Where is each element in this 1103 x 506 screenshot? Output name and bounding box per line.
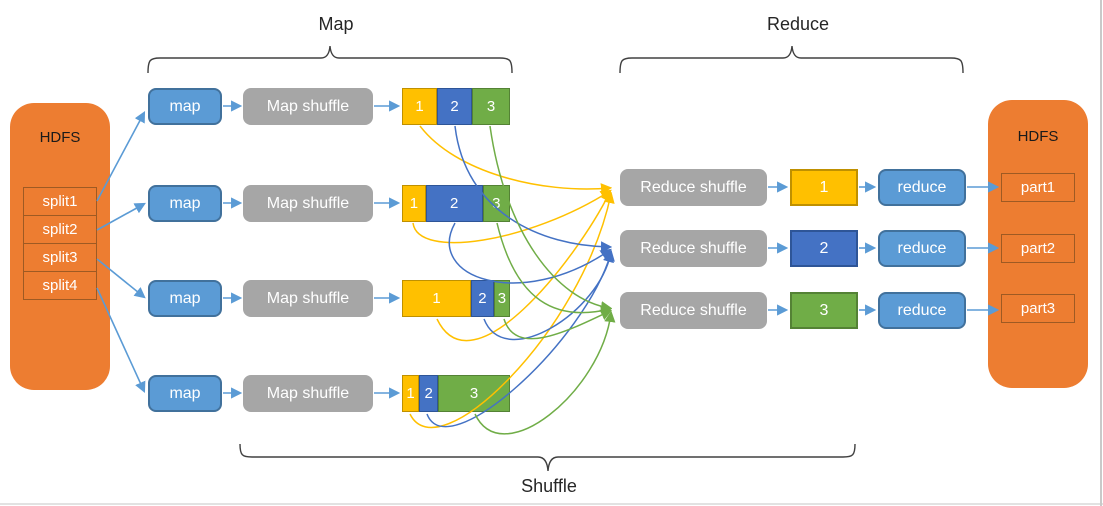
hdfs-output-container: HDFS part1 part2 part3 — [988, 100, 1088, 388]
map-shuffle-3: Map shuffle — [243, 280, 373, 317]
hdfs-output-title: HDFS — [1017, 128, 1059, 145]
reduce-brace — [619, 45, 964, 74]
reduce-task-3: reduce — [878, 292, 966, 329]
partition-segment: 2 — [425, 185, 483, 222]
map-output-bar-4: 1 2 3 — [402, 375, 510, 412]
hdfs-input-title: HDFS — [39, 129, 81, 146]
shuffle-stage-label: Shuffle — [521, 476, 577, 496]
map-task-1: map — [148, 88, 222, 125]
map-output-bar-3: 1 2 3 — [402, 280, 511, 317]
partition-segment: 1 — [402, 280, 472, 317]
partition-segment: 1 — [402, 375, 420, 412]
merged-partition-1: 1 — [790, 169, 858, 206]
map-shuffle-4: Map shuffle — [243, 375, 373, 412]
partition-segment: 3 — [493, 280, 511, 317]
partition-segment: 3 — [482, 185, 510, 222]
part2-box: part2 — [1001, 234, 1075, 263]
partition-segment: 2 — [419, 375, 439, 412]
map-brace — [147, 45, 513, 74]
map-shuffle-1: Map shuffle — [243, 88, 373, 125]
map-output-bar-2: 1 2 3 — [402, 185, 510, 222]
partition-segment: 2 — [471, 280, 494, 317]
map-stage-label: Map — [318, 14, 354, 34]
reduce-stage-label: Reduce — [766, 14, 830, 34]
map-output-bar-1: 1 2 3 — [402, 88, 511, 125]
reduce-shuffle-1: Reduce shuffle — [620, 169, 767, 206]
part1-box: part1 — [1001, 173, 1075, 202]
map-task-4: map — [148, 375, 222, 412]
hdfs-input-container: HDFS split1 split2 split3 split4 — [10, 103, 110, 390]
reduce-shuffle-2: Reduce shuffle — [620, 230, 767, 267]
partition-segment: 1 — [402, 88, 438, 125]
partition-segment: 1 — [402, 185, 426, 222]
reduce-shuffle-3: Reduce shuffle — [620, 292, 767, 329]
map-task-2: map — [148, 185, 222, 222]
reduce-task-2: reduce — [878, 230, 966, 267]
map-task-3: map — [148, 280, 222, 317]
merged-partition-3: 3 — [790, 292, 858, 329]
shuffle-brace — [239, 443, 856, 472]
part3-box: part3 — [1001, 294, 1075, 323]
split4-box: split4 — [23, 271, 97, 300]
reduce-task-1: reduce — [878, 169, 966, 206]
partition-segment: 2 — [437, 88, 473, 125]
split1-box: split1 — [23, 187, 97, 216]
partition-segment: 3 — [472, 88, 511, 125]
partition-segment: 3 — [438, 375, 510, 412]
split3-box: split3 — [23, 243, 97, 272]
map-shuffle-2: Map shuffle — [243, 185, 373, 222]
merged-partition-2: 2 — [790, 230, 858, 267]
split2-box: split2 — [23, 215, 97, 244]
